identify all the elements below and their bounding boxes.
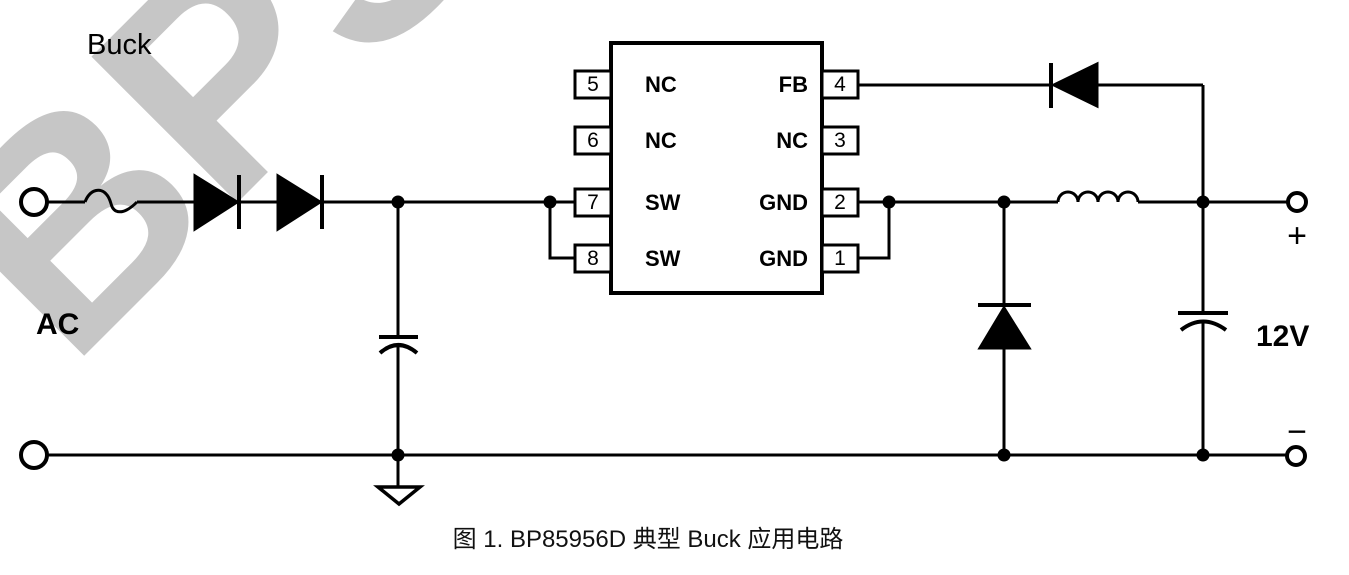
- pin-number-6: 6: [587, 129, 599, 152]
- pin-box-2: [820, 187, 860, 218]
- junction-freewheel-bottom: [997, 448, 1011, 462]
- pin-name-7: SW: [645, 190, 681, 215]
- rectifier-diode-1: [193, 173, 240, 232]
- junction-input-cap-bottom: [391, 448, 405, 462]
- ac-terminal-bottom: [19, 440, 49, 470]
- pin-name-8: SW: [645, 246, 681, 271]
- junction-gnd-node: [882, 195, 896, 209]
- fusible-resistor-squiggle: [83, 188, 139, 214]
- pin-box-5: [573, 69, 613, 100]
- pin-box-6: [573, 125, 613, 156]
- pin-name-4: FB: [778, 72, 808, 97]
- ground-symbol: [373, 485, 425, 507]
- pin-box-7: [573, 187, 613, 218]
- output-polarity-minus: −: [1287, 413, 1307, 451]
- pin-name-3: NC: [776, 128, 808, 153]
- junction-sw-node: [543, 195, 557, 209]
- junction-output-cap-bottom: [1196, 448, 1210, 462]
- input-capacitor-curved-plate: [378, 343, 419, 355]
- output-terminal-negative: [1285, 445, 1307, 467]
- output-inductor: [1056, 190, 1140, 203]
- figure-caption: 图 1. BP85956D 典型 Buck 应用电路: [452, 526, 844, 553]
- wire-sw-pin8-branch: [548, 202, 576, 260]
- ac-terminal-top: [19, 187, 49, 217]
- pin-name-6: NC: [645, 128, 677, 153]
- pin-number-7: 7: [587, 191, 599, 214]
- pin-box-1: [820, 243, 860, 274]
- pin-name-5: NC: [645, 72, 677, 97]
- pin-number-1: 1: [834, 247, 846, 270]
- output-terminal-positive: [1286, 191, 1308, 213]
- output-capacitor-curved-plate: [1179, 319, 1228, 332]
- pin-number-5: 5: [587, 73, 599, 96]
- pin-number-2: 2: [834, 191, 846, 214]
- pin-box-8: [573, 243, 613, 274]
- topology-label: Buck: [87, 29, 152, 61]
- junction-input-cap-top: [391, 195, 405, 209]
- output-voltage-label: 12V: [1256, 320, 1310, 353]
- wire-gnd-pin1-branch: [858, 202, 891, 260]
- pin-number-4: 4: [834, 73, 846, 96]
- pin-name-2: GND: [759, 190, 808, 215]
- junction-dots: [391, 195, 1210, 462]
- fb-diode: [1050, 61, 1099, 109]
- pin-box-3: [820, 125, 860, 156]
- junction-freewheel-top: [997, 195, 1011, 209]
- rectifier-diode-2: [276, 173, 323, 232]
- pin-name-1: GND: [759, 246, 808, 271]
- output-polarity-plus: +: [1287, 217, 1307, 255]
- junction-output-node: [1196, 195, 1210, 209]
- pin-number-3: 3: [834, 129, 846, 152]
- pin-number-8: 8: [587, 247, 599, 270]
- pin-box-4: [820, 69, 860, 100]
- ic-body: [609, 41, 824, 295]
- freewheel-diode: [977, 305, 1032, 350]
- ac-input-label: AC: [36, 308, 80, 341]
